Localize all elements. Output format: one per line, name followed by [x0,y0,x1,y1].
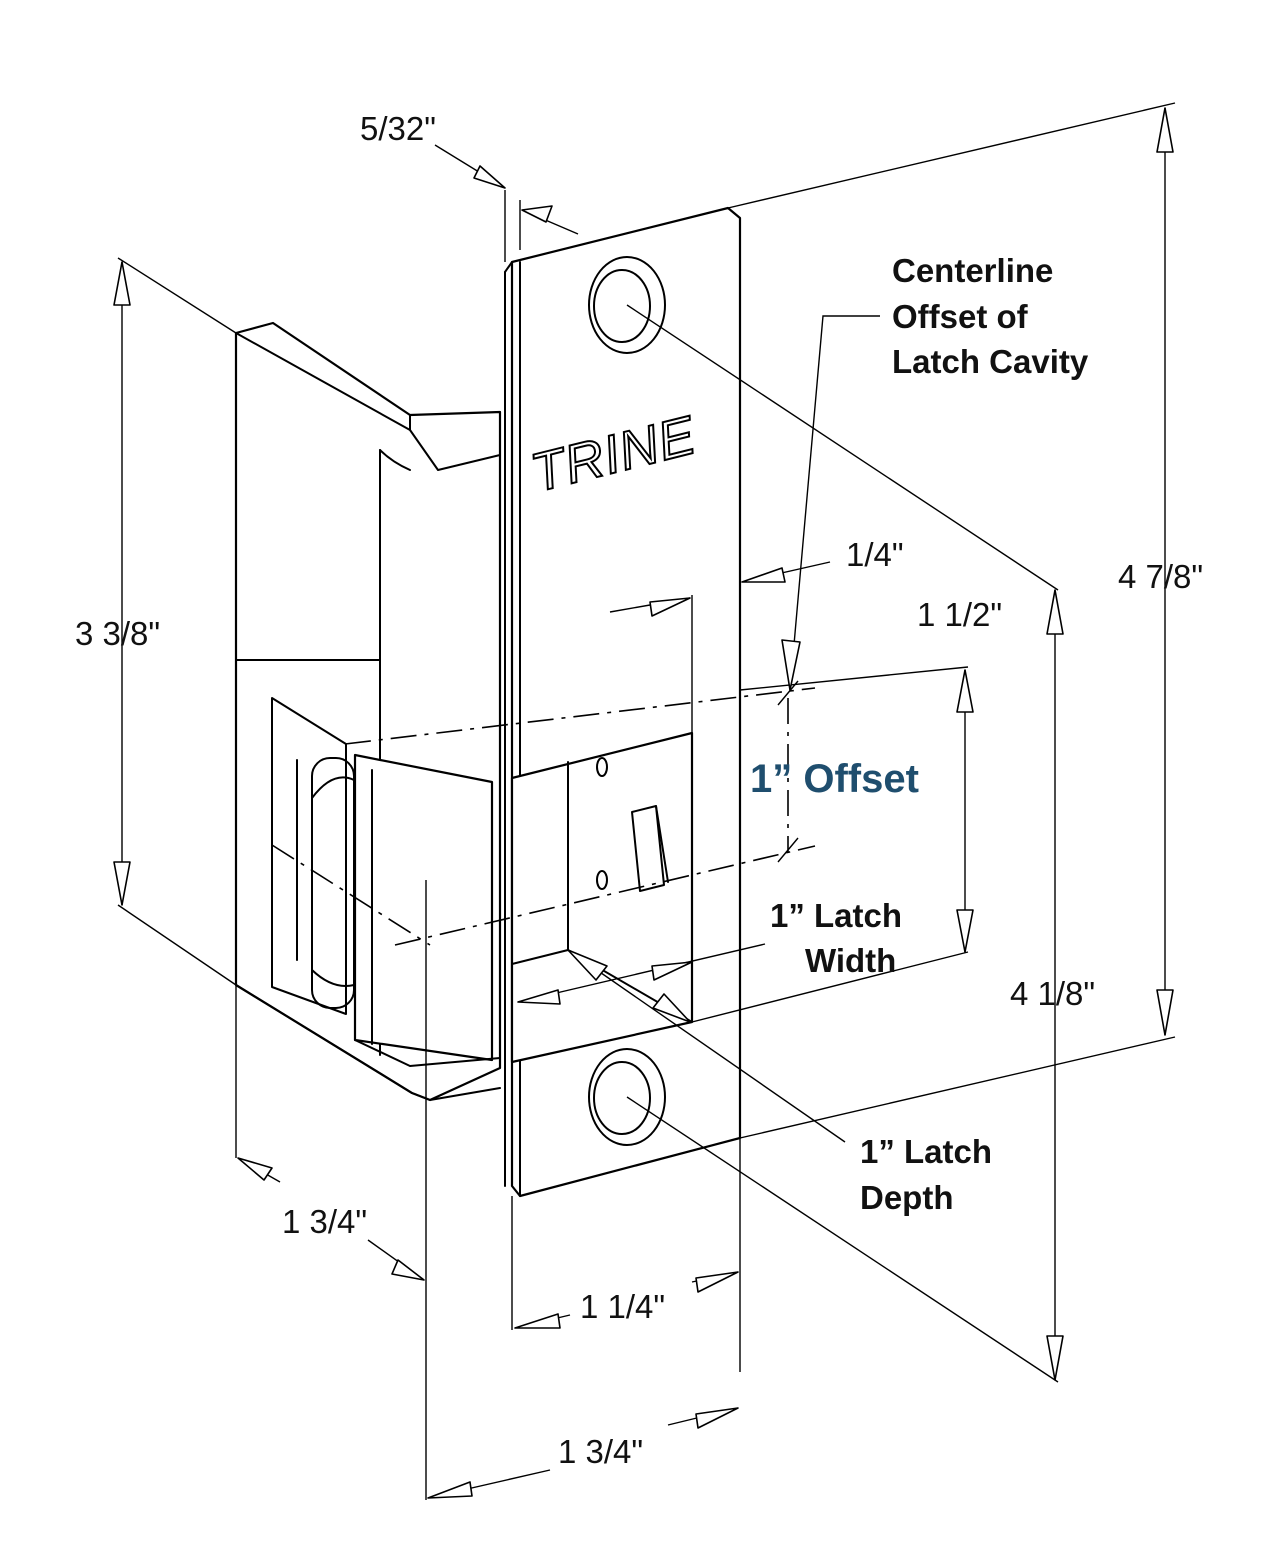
label-offset: 1” Offset [750,757,919,801]
label-top-thickness: 5/32" [360,110,436,147]
label-quarter: 1/4" [846,536,904,573]
label-latch-depth-1: 1” Latch [860,1133,992,1170]
strike-housing [234,321,502,1102]
label-latch-depth-2: Depth [860,1179,954,1216]
label-latch-width-1: 1” Latch [770,897,902,934]
label-centerline-1: Centerline [892,252,1053,289]
label-housing-height: 3 3/8" [75,615,160,652]
label-latch-width-2: Width [805,942,896,979]
dimension-labels: 5/32" 4 7/8" 3 3/8" Centerline Offset of… [75,110,1203,1470]
label-centerline-2: Offset of [892,298,1029,335]
arrowheads [113,107,1174,1499]
label-depth-left: 1 3/4" [282,1203,367,1240]
label-overall-height: 4 7/8" [1118,558,1203,595]
label-faceplate-width: 1 1/4" [580,1288,665,1325]
label-total-width: 1 3/4" [558,1433,643,1470]
dimension-lines [117,102,1176,1500]
label-one-half: 1 1/2" [917,596,1002,633]
label-centerline-3: Latch Cavity [892,343,1089,380]
label-four-eighth: 4 1/8" [1010,975,1095,1012]
latch-cavity [510,731,694,1064]
